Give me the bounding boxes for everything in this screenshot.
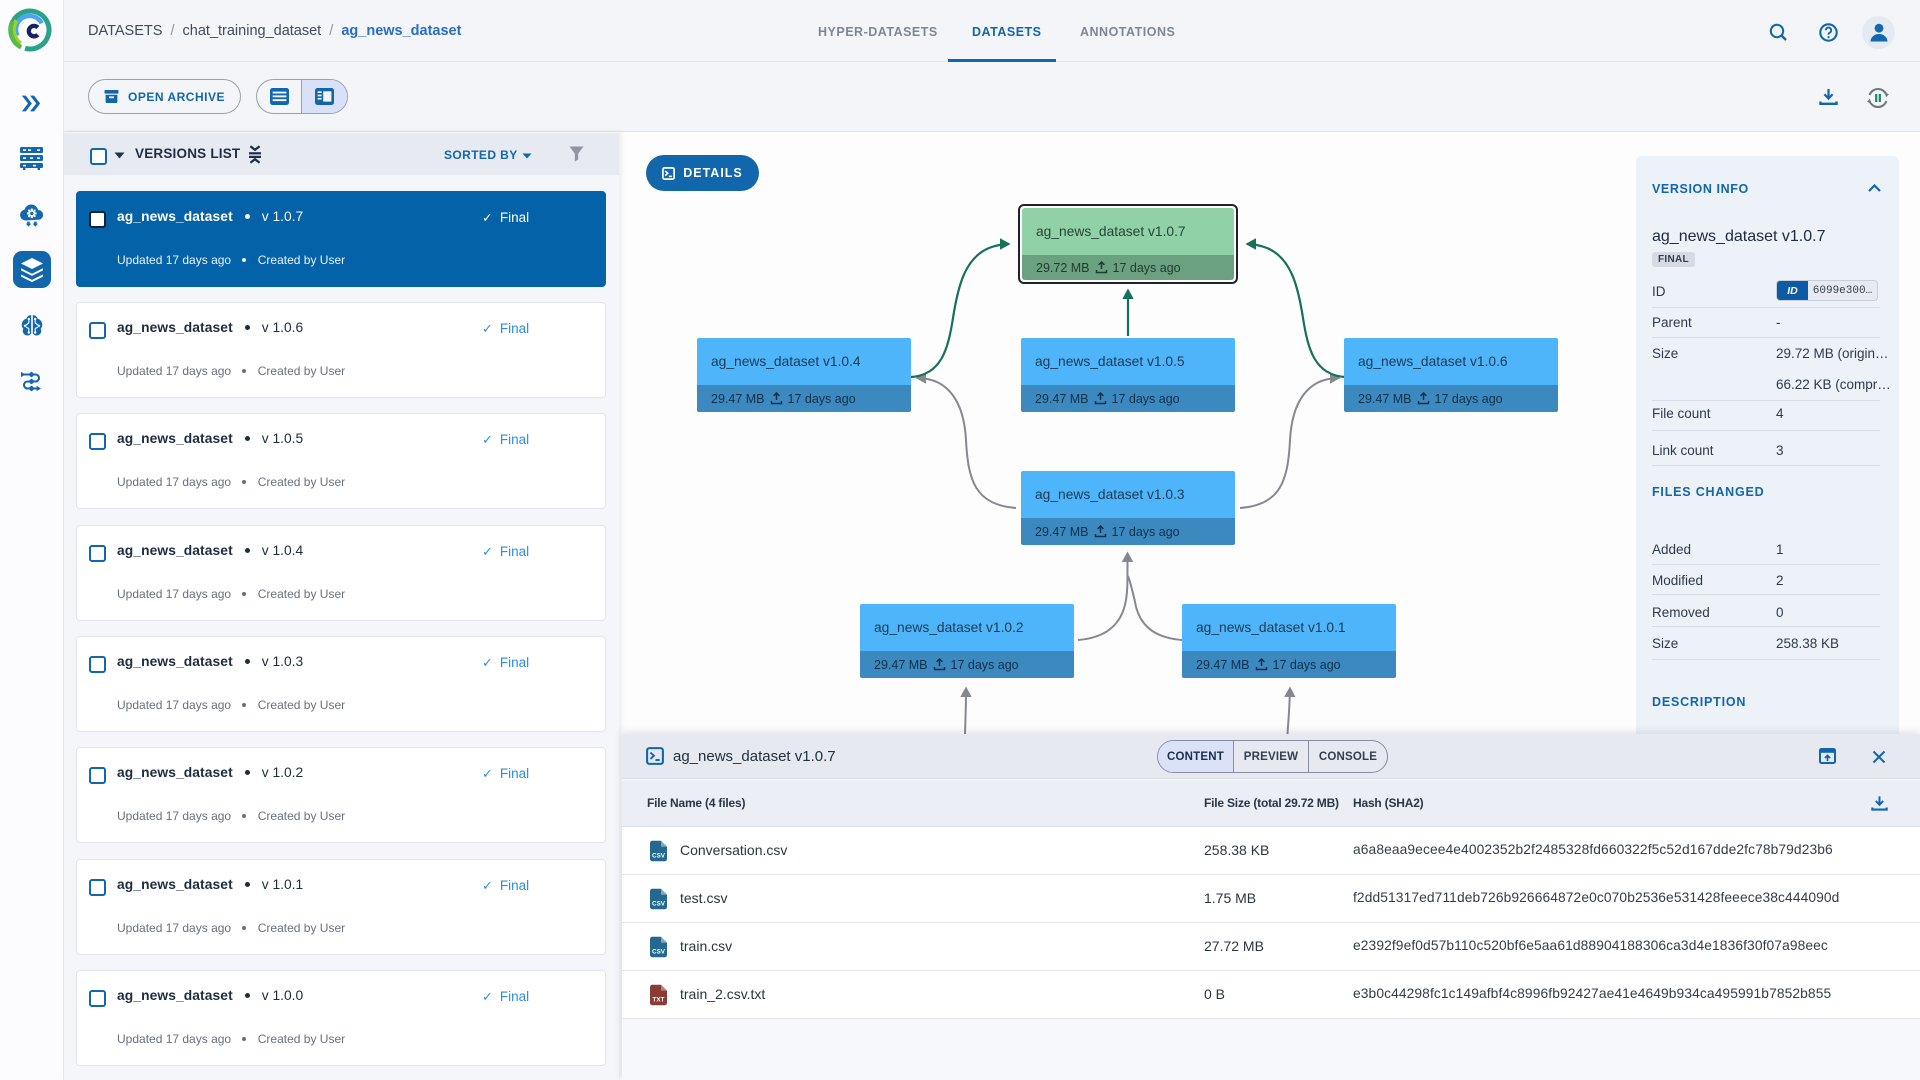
svg-text:CSV: CSV [652,901,666,908]
svg-text:CSV: CSV [652,853,666,860]
svg-text:TXT: TXT [653,997,665,1004]
svg-text:CSV: CSV [652,949,666,956]
